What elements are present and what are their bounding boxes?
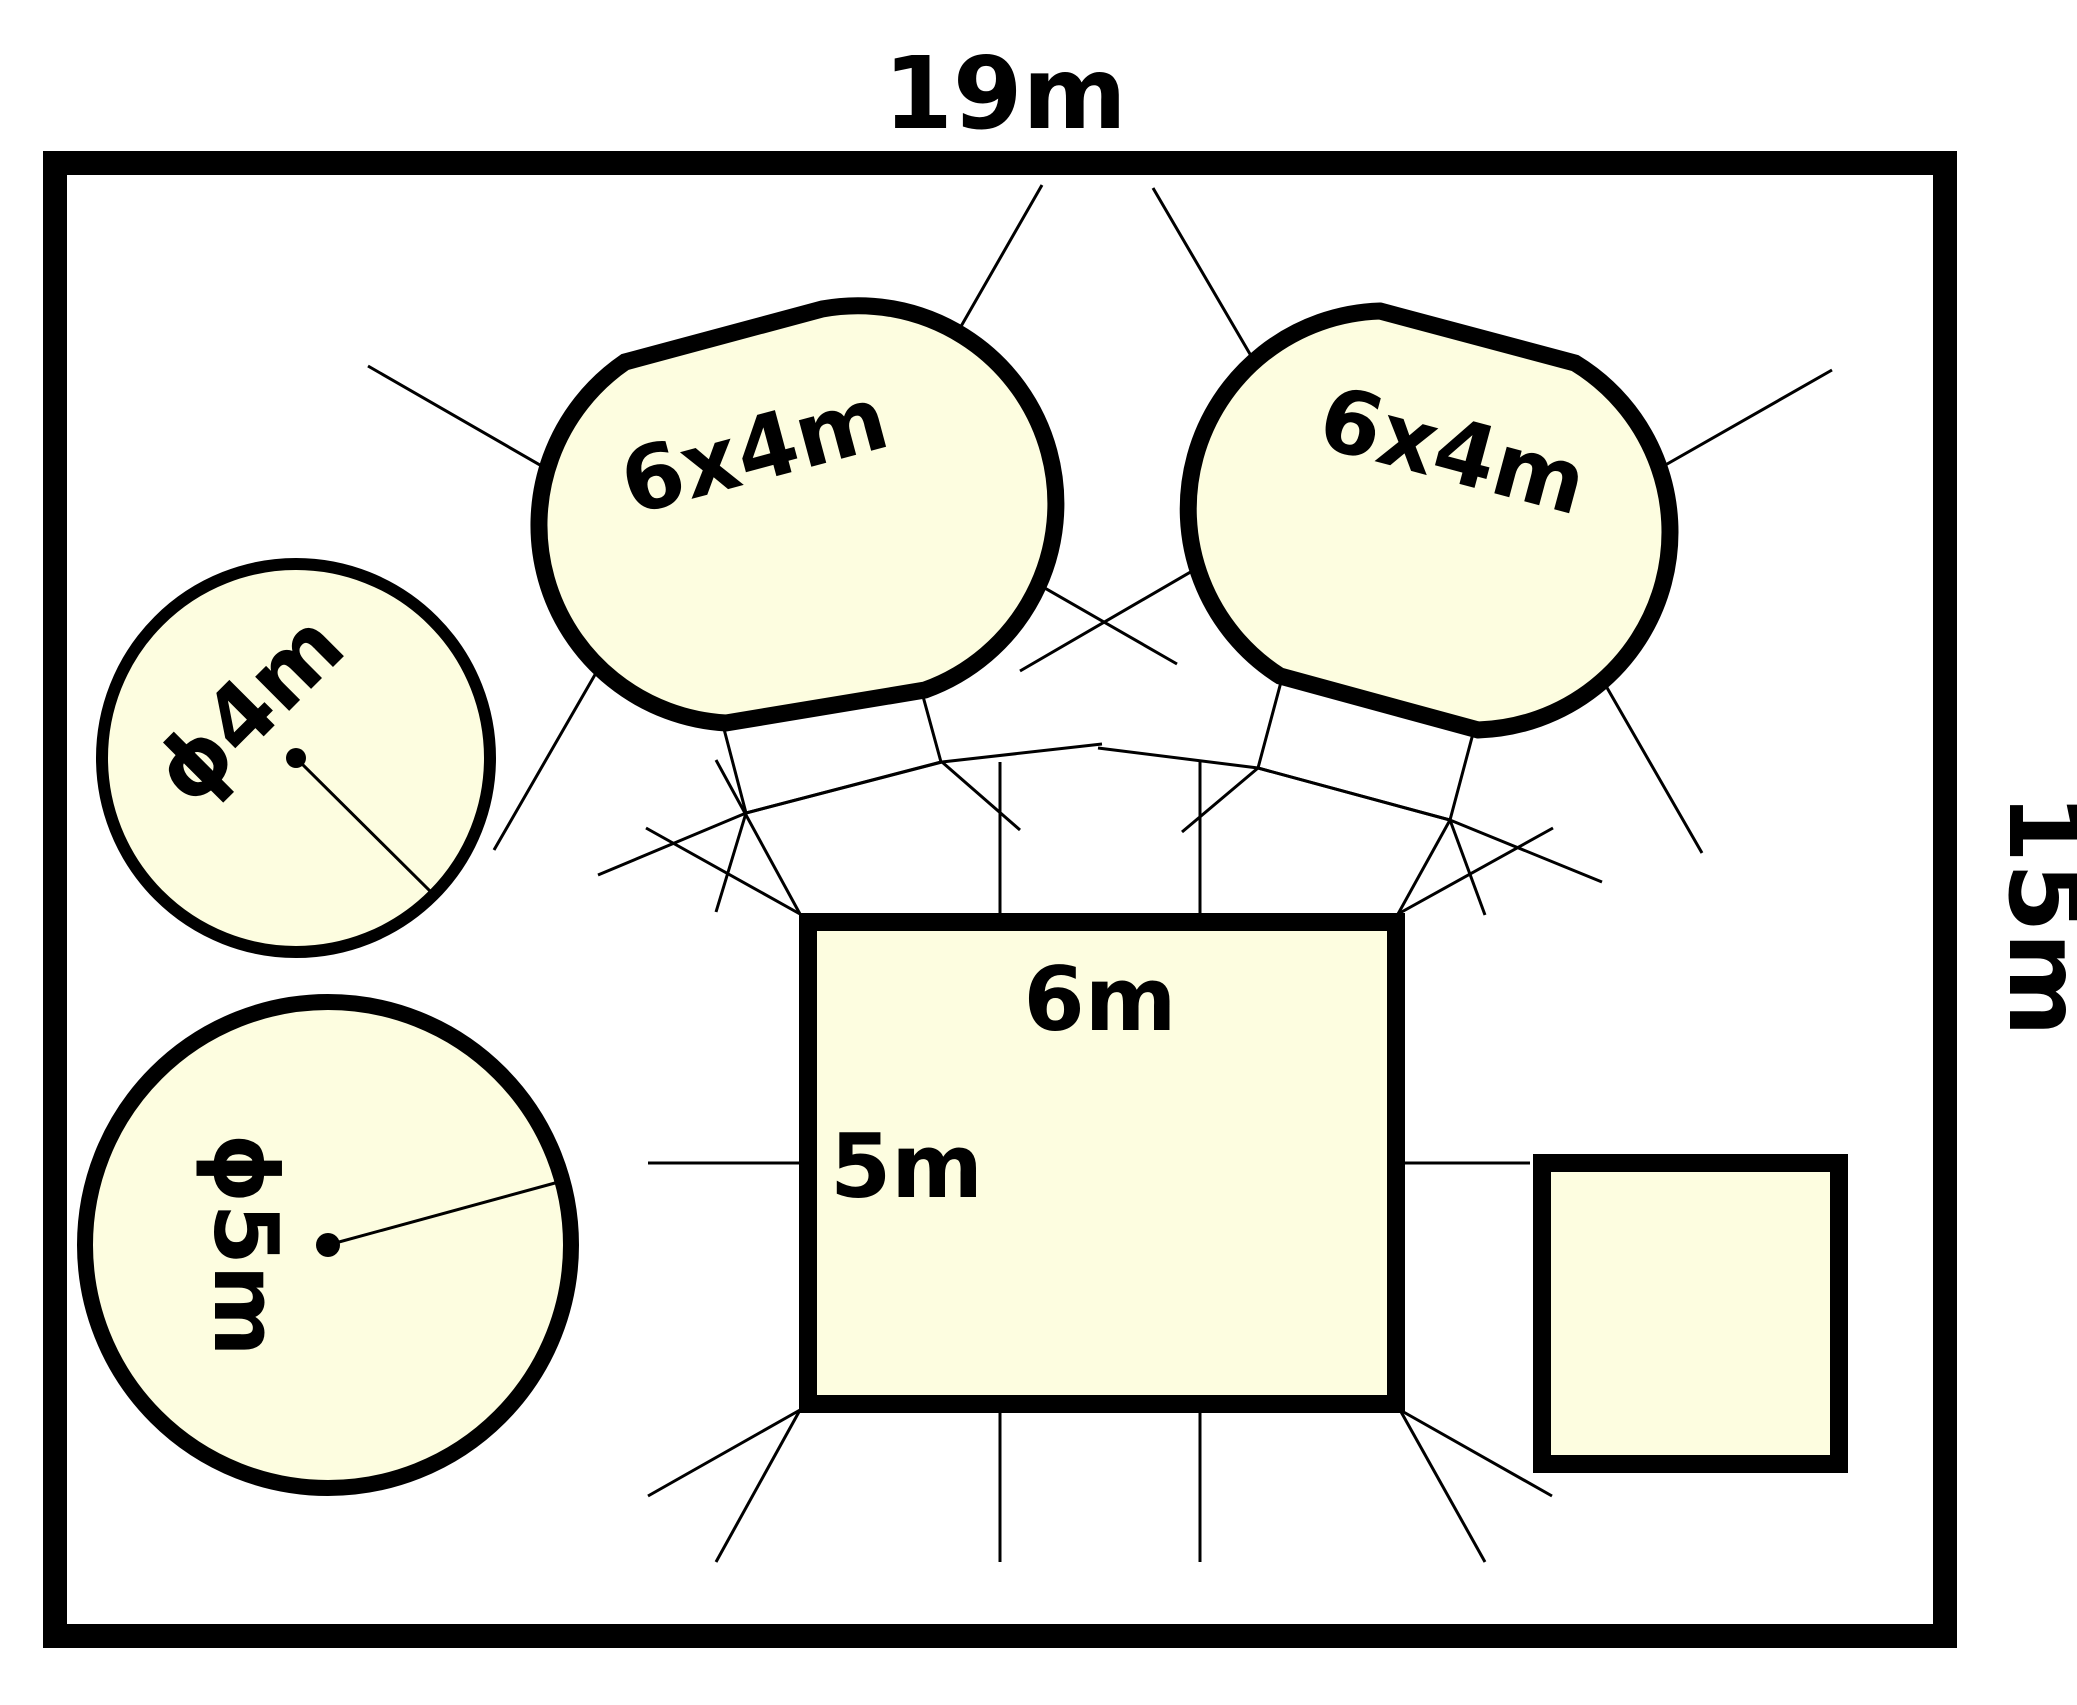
room-width-label: 19m (883, 35, 1126, 152)
room-height-label: 15m (1986, 793, 2077, 1036)
center-dot (316, 1233, 340, 1257)
circle-large-label: ϕ5m (194, 1133, 297, 1356)
stadium-table-left (530, 297, 1065, 732)
room-outline (43, 151, 1957, 1648)
stadium-table-right (1179, 302, 1679, 739)
stage-height-label: 5m (830, 1115, 983, 1218)
stage-width-label: 6m (1024, 948, 1177, 1051)
stage-lines (597, 742, 1603, 1563)
main-stage (799, 913, 1405, 1413)
radius-line (294, 756, 434, 895)
radius-line (327, 1181, 556, 1247)
table-group-left: 6x4m (367, 184, 1178, 851)
side-stage (1533, 1154, 1848, 1473)
center-dot (286, 748, 306, 768)
circle-large-group: ϕ5m (77, 994, 579, 1496)
circle-small-group: ϕ4m (96, 558, 496, 958)
